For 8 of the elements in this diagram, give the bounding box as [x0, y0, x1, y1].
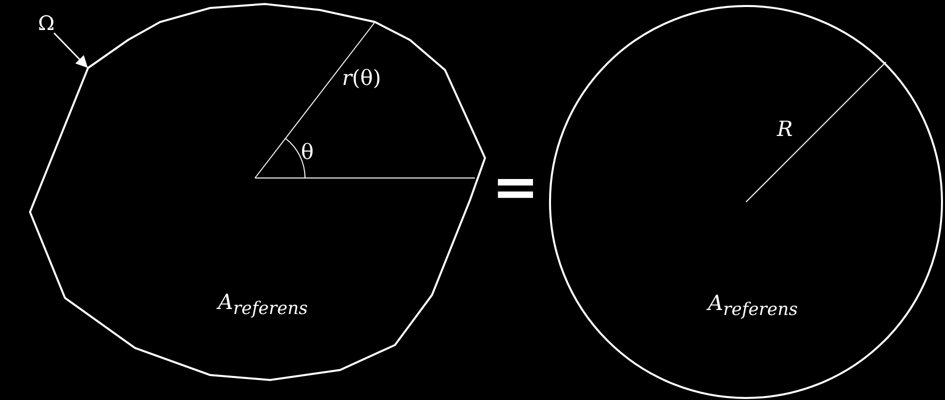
- radius-label: R: [777, 119, 793, 140]
- area-label: A$_{referens}$: [708, 291, 798, 320]
- leader-arrow: [53, 32, 88, 68]
- radius-function-label: r(θ): [342, 68, 382, 89]
- equals-sign: =: [492, 160, 539, 216]
- area-label: A$_{referens}$: [218, 290, 308, 320]
- omega-label: Ω: [38, 10, 58, 36]
- angle-label: θ: [301, 142, 314, 163]
